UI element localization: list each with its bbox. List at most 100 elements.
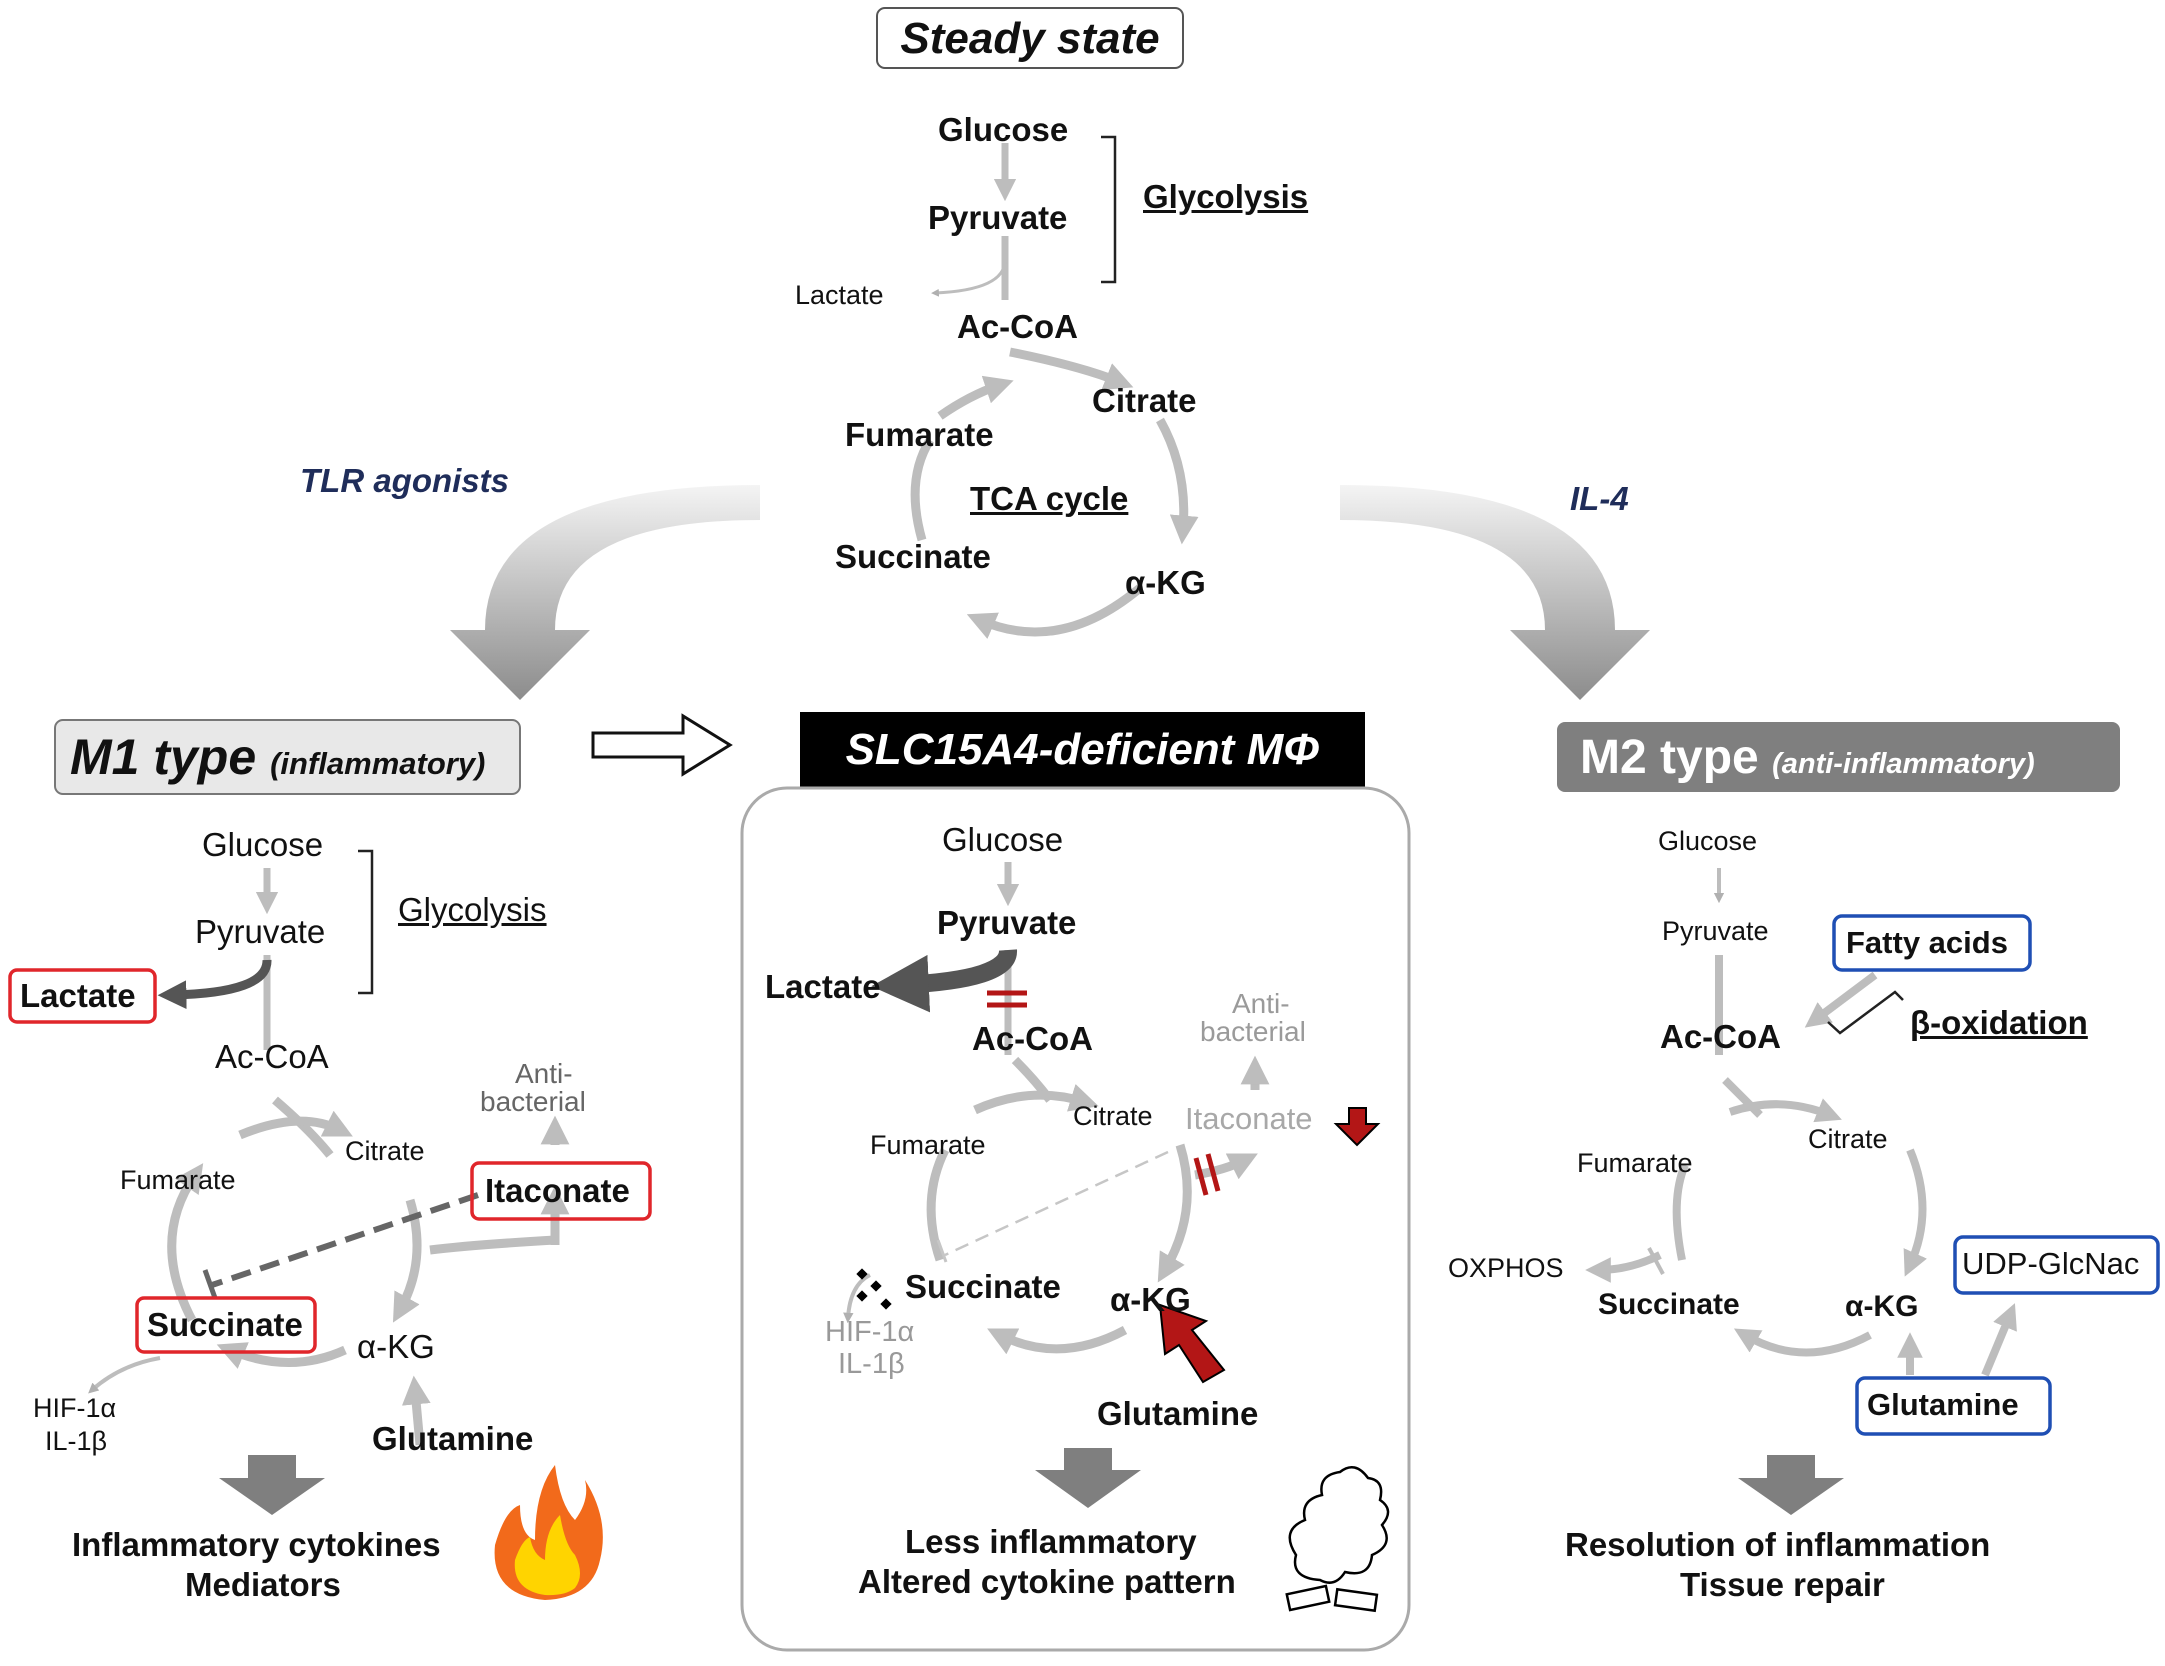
m2-glutamine: Glutamine — [1867, 1387, 2019, 1422]
steady-succinate: Succinate — [835, 538, 991, 575]
m2-citrate: Citrate — [1808, 1124, 1888, 1154]
steady-glucose: Glucose — [938, 111, 1069, 148]
m2-oxphos: OXPHOS — [1448, 1253, 1564, 1283]
m1-tca-cycle — [167, 1096, 570, 1446]
slc-lactate: Lactate — [765, 968, 881, 1005]
fire-icon — [494, 1465, 603, 1600]
steady-glycolysis: Glycolysis — [1143, 178, 1309, 215]
slc-outcome-1: Less inflammatory — [905, 1523, 1197, 1560]
slc-fumarate: Fumarate — [870, 1130, 986, 1160]
m2-udp-highlight — [1953, 1235, 2160, 1295]
m2-glucose: Glucose — [1658, 826, 1758, 856]
slc-akg: α-KG — [1110, 1281, 1191, 1318]
slc-outcome-2: Altered cytokine pattern — [858, 1563, 1236, 1600]
slc-itaconate-inhibition — [944, 1150, 1169, 1257]
m1-hif-arrow — [88, 1356, 161, 1394]
m2-outcome-1: Resolution of inflammation — [1565, 1526, 1991, 1563]
slc-outcome-arrow — [1035, 1448, 1141, 1508]
slc-citrate: Citrate — [1073, 1101, 1153, 1131]
m2-title-main: M2 type — [1580, 731, 1759, 784]
m1-title-box — [54, 719, 521, 795]
slc-itaconate: Itaconate — [1185, 1101, 1313, 1136]
m1-to-slc-arrow — [591, 713, 733, 777]
m1-itaconate-highlight — [470, 1161, 652, 1221]
slc-il1b: IL-1β — [838, 1348, 905, 1380]
m1-antibacterial-2: bacterial — [480, 1086, 586, 1117]
slc-succinate-dots — [856, 1268, 892, 1310]
m1-outcome-2: Mediators — [185, 1566, 341, 1603]
slc-title: SLC15A4-deficient MΦ — [845, 725, 1320, 774]
steady-accoa: Ac-CoA — [957, 308, 1078, 345]
m2-succinate: Succinate — [1598, 1288, 1740, 1321]
slc-succinate: Succinate — [905, 1268, 1061, 1305]
m1-outcome-arrow — [219, 1455, 325, 1515]
m1-title: M1 type (inflammatory) — [70, 732, 485, 782]
m2-boxidation-bracket — [1827, 990, 1904, 1035]
tlr-label: TLR agonists — [300, 462, 510, 499]
itaconate-down-icon — [1333, 1107, 1381, 1147]
m1-succinate: Succinate — [147, 1306, 303, 1343]
slc-hif: HIF-1α — [825, 1316, 915, 1348]
m2-title-sub: (anti-inflammatory) — [1772, 748, 2035, 780]
m2-boxidation: β-oxidation — [1910, 1004, 2088, 1041]
slc-antibacterial-1: Anti- — [1232, 988, 1290, 1019]
m2-fumarate: Fumarate — [1577, 1148, 1693, 1178]
m2-accoa: Ac-CoA — [1660, 1018, 1781, 1055]
m1-outcome-1: Inflammatory cytokines — [72, 1526, 441, 1563]
steady-akg: α-KG — [1125, 564, 1206, 601]
slc-glucose: Glucose — [942, 821, 1064, 858]
steady-title: Steady state — [900, 14, 1160, 63]
m2-tca-cycle — [1585, 955, 2017, 1377]
slc-irg1-block — [1193, 1153, 1221, 1196]
slc-title-box — [800, 712, 1365, 792]
steady-lactate: Lactate — [795, 280, 884, 310]
m2-pyruvate: Pyruvate — [1662, 916, 1769, 946]
m2-akg: α-KG — [1845, 1290, 1919, 1323]
glutamine-up-icon — [1158, 1303, 1226, 1384]
m1-glutamine: Glutamine — [372, 1420, 534, 1457]
steady-tca-label: TCA cycle — [970, 480, 1129, 517]
m1-lactate-arrow — [157, 959, 272, 1010]
m2-udp: UDP-GlcNac — [1962, 1246, 2140, 1281]
m1-glycolysis: Glycolysis — [398, 891, 547, 928]
slc-antibacterial-2: bacterial — [1200, 1016, 1306, 1047]
m1-succinate-highlight — [135, 1296, 317, 1354]
slc-pyruvate: Pyruvate — [937, 904, 1077, 941]
slc-hif-arrow — [843, 1273, 871, 1324]
slc-accoa: Ac-CoA — [972, 1020, 1093, 1057]
m2-outcome-2: Tissue repair — [1680, 1566, 1885, 1603]
slc-glutamine: Glutamine — [1097, 1395, 1259, 1432]
slc-pdh-block — [987, 990, 1027, 1008]
il4-curved-arrow — [1340, 485, 1650, 700]
m2-glutamine-highlight — [1855, 1376, 2052, 1436]
m1-lactate-highlight — [8, 968, 157, 1024]
m2-outcome-arrow — [1738, 1455, 1844, 1515]
m1-fumarate: Fumarate — [120, 1165, 236, 1195]
m1-glucose: Glucose — [202, 826, 324, 863]
m1-citrate: Citrate — [345, 1136, 425, 1166]
slc-lactate-arrow — [871, 949, 1017, 1013]
steady-glycolysis-bracket — [1101, 135, 1117, 284]
m1-glycolysis-bracket — [358, 849, 374, 995]
m1-itaconate: Itaconate — [485, 1172, 630, 1209]
steady-tca-cycle — [910, 347, 1199, 639]
il4-label: IL-4 — [1570, 480, 1629, 517]
m2-title: M2 type (anti-inflammatory) — [1580, 734, 2035, 782]
m1-il1b: IL-1β — [45, 1426, 108, 1456]
steady-lactate-branch — [931, 259, 1007, 297]
steady-pyruvate: Pyruvate — [928, 199, 1068, 236]
m1-title-sub: (inflammatory) — [270, 746, 486, 781]
steady-fumarate: Fumarate — [845, 416, 994, 453]
tlr-curved-arrow — [450, 485, 760, 700]
smoke-icon — [1285, 1465, 1390, 1613]
m2-title-box — [1557, 722, 2120, 792]
m1-pyruvate: Pyruvate — [195, 913, 326, 950]
m2-fatty-acids-highlight — [1832, 914, 2032, 972]
steady-title-box — [876, 7, 1184, 69]
m1-title-main: M1 type — [70, 729, 257, 785]
m1-hif: HIF-1α — [33, 1393, 117, 1423]
m1-lactate: Lactate — [20, 977, 136, 1014]
steady-citrate: Citrate — [1092, 382, 1197, 419]
